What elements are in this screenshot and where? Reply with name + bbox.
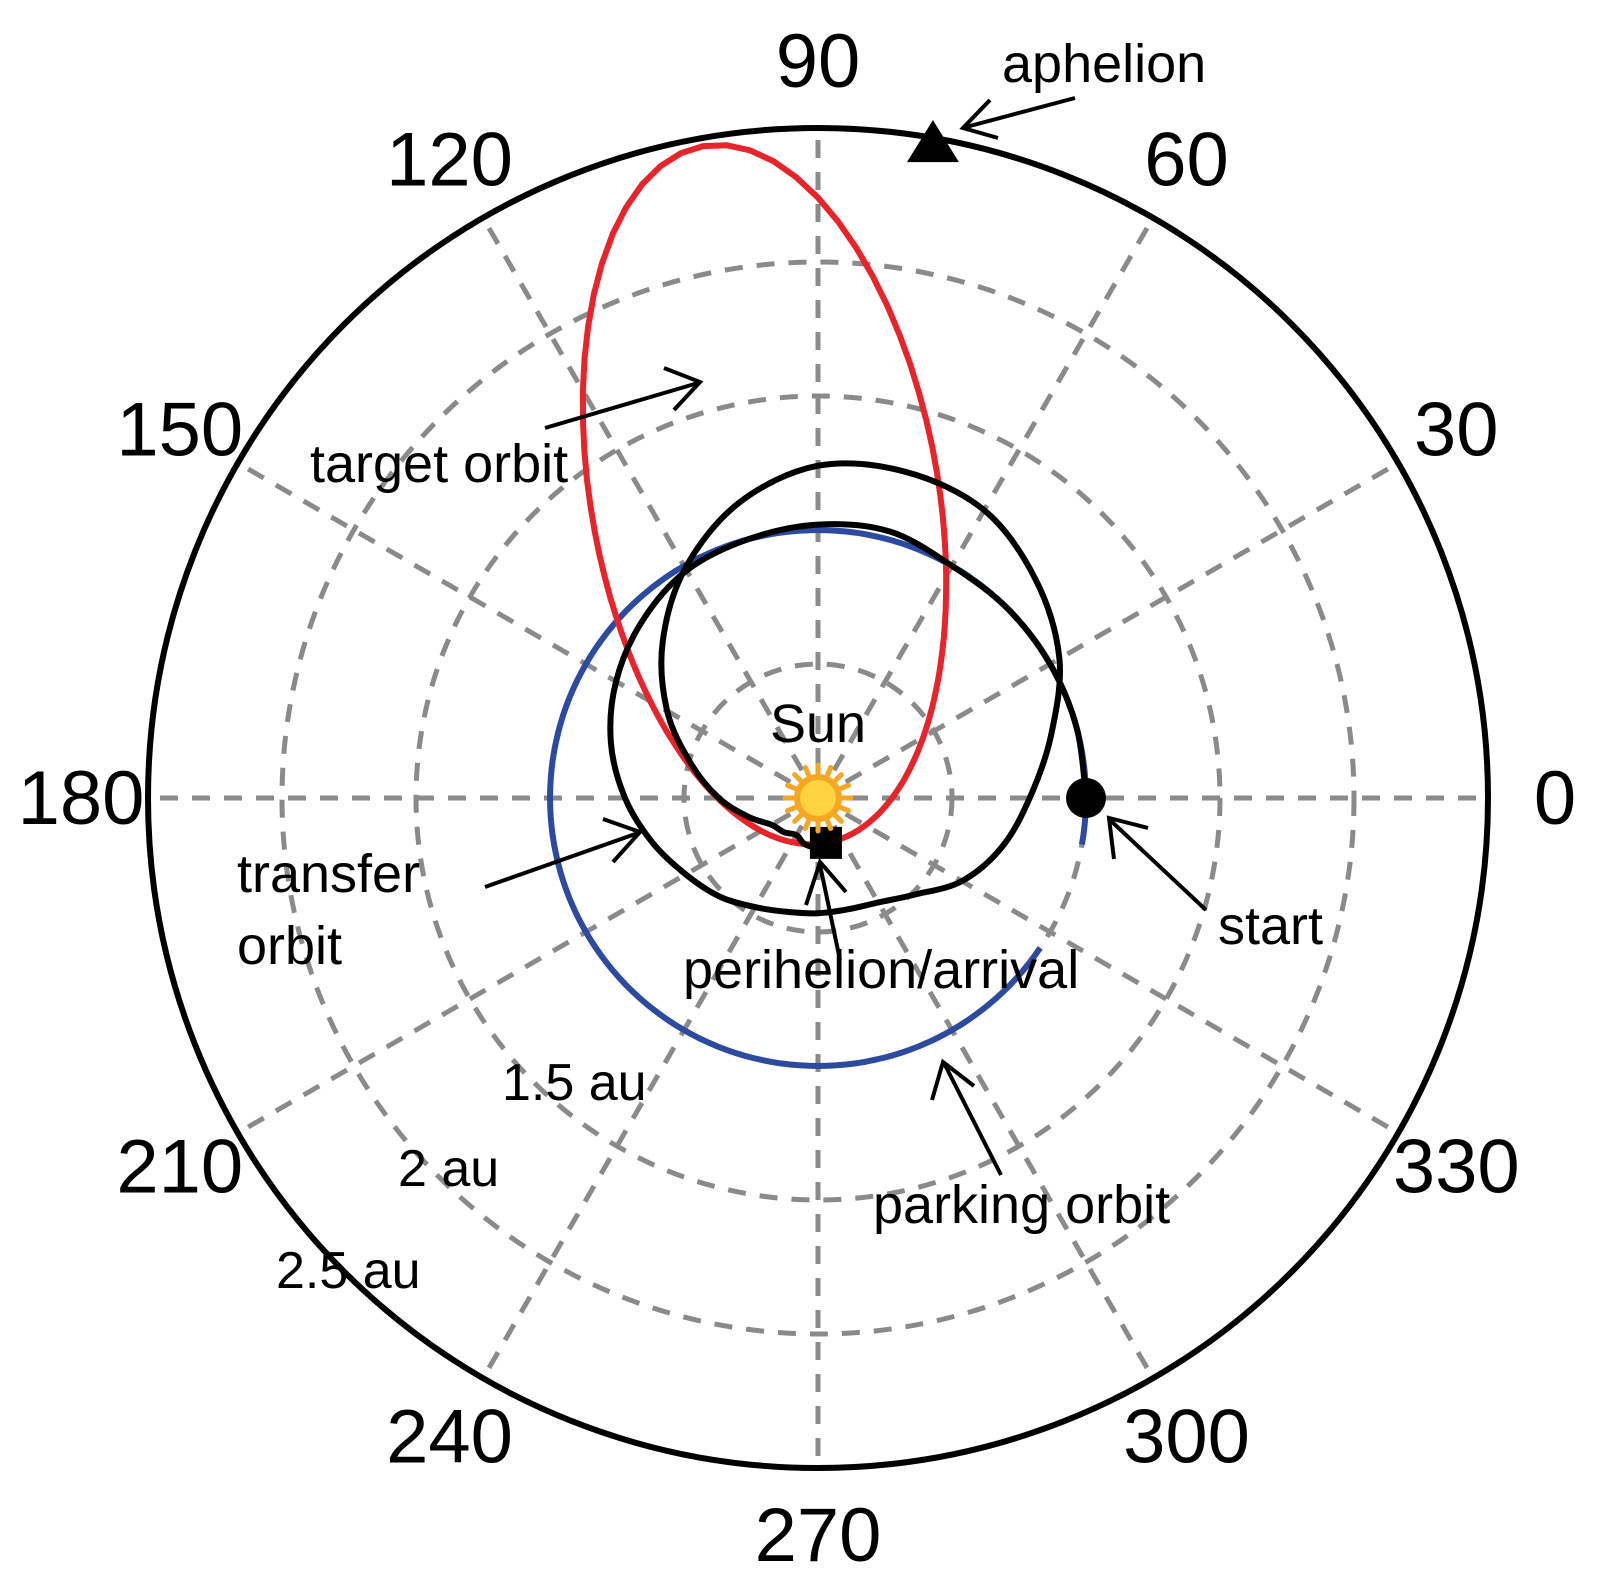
- orbit-layer: [547, 142, 1089, 1069]
- aphelion-label: aphelion: [1002, 34, 1206, 94]
- annotation-arrows: [484, 96, 1208, 1176]
- start-arrowhead: [1106, 815, 1149, 860]
- annotation-layer: Sun aphelion target orbit transfer orbit…: [237, 34, 1323, 1235]
- grid-spoke-10: [815, 796, 1156, 1380]
- target-orbit-arrow: [544, 381, 699, 430]
- perihelion-arrowhead: [804, 858, 848, 906]
- outer-frame-circle: [145, 125, 1491, 1471]
- marker-layer: [782, 120, 1106, 859]
- angle-tick-label-0: 0: [1534, 756, 1576, 841]
- parking-orbit-arrowhead: [930, 1058, 976, 1101]
- parking-orbit-arrow: [943, 1064, 1003, 1176]
- angle-tick-label-240: 240: [386, 1394, 513, 1479]
- radial-tick-label: 2 au: [398, 1140, 499, 1198]
- grid-circle-3: [279, 259, 1357, 1337]
- start-marker: [1066, 778, 1106, 818]
- transfer-orbit-label-line2: orbit: [237, 916, 342, 976]
- start-label: start: [1218, 896, 1323, 956]
- angle-tick-label-210: 210: [116, 1125, 243, 1210]
- aphelion-arrow: [965, 96, 1076, 129]
- grid-spoke-4: [480, 216, 821, 800]
- angle-tick-label-60: 60: [1144, 118, 1229, 203]
- tick-label-layer: 0 30 60 90 120 150 180 210 240 270 300 330 1.5 au2 a…: [18, 19, 1577, 1578]
- angle-tick-label-300: 300: [1123, 1394, 1250, 1479]
- perihelion-label: perihelion/arrival: [683, 940, 1079, 1000]
- grid-layer: [145, 125, 1491, 1471]
- transfer-orbit-arrowhead: [602, 817, 644, 864]
- target-orbit-label: target orbit: [310, 434, 568, 494]
- angle-tick-label-90: 90: [776, 19, 861, 104]
- sun-disc-inner: [800, 780, 836, 816]
- grid-spoke-8: [480, 796, 821, 1380]
- angle-tick-label-270: 270: [755, 1493, 882, 1578]
- grid-spoke-11: [816, 795, 1400, 1136]
- angle-tick-label-330: 330: [1393, 1125, 1520, 1210]
- perihelion-arrival-marker: [809, 826, 842, 859]
- angle-tick-label-120: 120: [386, 118, 513, 203]
- sun-label: Sun: [770, 694, 866, 754]
- angle-tick-label-30: 30: [1414, 388, 1499, 473]
- transfer-orbit-line: [607, 460, 1089, 917]
- target-orbit-arrowhead: [663, 366, 704, 412]
- start-arrow: [1108, 818, 1208, 912]
- aphelion-marker: [906, 120, 959, 163]
- aphelion-arrowhead: [959, 98, 999, 140]
- sun-icon: [782, 762, 854, 834]
- angle-tick-label-150: 150: [116, 388, 243, 473]
- target-orbit-line: [579, 142, 950, 848]
- transfer-orbit-label-line1: transfer: [237, 844, 420, 904]
- radial-tick-label: 1.5 au: [502, 1054, 647, 1112]
- grid-spoke-1: [816, 460, 1400, 801]
- angle-tick-label-180: 180: [18, 756, 145, 841]
- radial-tick-label: 2.5 au: [276, 1242, 421, 1300]
- perihelion-arrow: [818, 864, 842, 961]
- grid-spoke-5: [236, 460, 820, 801]
- grid-spoke-7: [236, 795, 820, 1136]
- transfer-orbit-arrow: [484, 831, 639, 889]
- parking-orbit-label: parking orbit: [873, 1175, 1170, 1235]
